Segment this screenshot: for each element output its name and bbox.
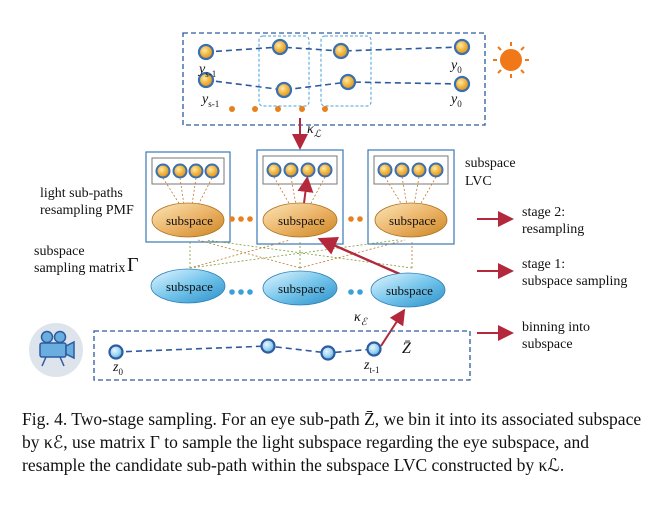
light-path-box	[182, 32, 486, 126]
light-subpaths-pmf-label: light sub-paths resampling PMF	[40, 186, 134, 218]
light-path-bottom	[205, 79, 463, 91]
sun-icon	[493, 42, 529, 78]
sampling-matrix-links	[189, 239, 413, 269]
two-stage-sampling-diagram	[29, 32, 529, 381]
highlight-box-1	[258, 35, 310, 107]
kappa-E-arrow	[380, 308, 406, 347]
blue-subspace-1-label: subspace	[166, 279, 213, 294]
y-bot-left-label: ys-1	[202, 92, 220, 109]
highlight-box-2	[320, 35, 372, 107]
orange-ellipsis-top	[229, 106, 328, 112]
eye-subspace-3	[370, 272, 446, 308]
eye-path-box	[93, 330, 471, 381]
blue-ellipsis-mid	[229, 289, 363, 295]
blue-subspace-3-label: subspace	[386, 283, 433, 298]
orange-ellipsis-mid	[229, 216, 363, 222]
z-bar-label: Z̄	[402, 340, 411, 357]
eye-path-nodes	[108, 338, 382, 361]
stage1-sample-arrow	[317, 236, 403, 277]
y-top-right-label: y0	[451, 58, 462, 75]
lvc-box-1	[145, 151, 231, 243]
camera-icon	[29, 323, 83, 377]
blue-subspace-2-label: subspace	[278, 281, 325, 296]
z-right-label: zt-1	[364, 358, 380, 375]
eye-subspace-2	[262, 270, 338, 306]
subspace-lvc-label: subspace LVC	[465, 156, 516, 189]
stage1-label: stage 1: subspace sampling	[522, 257, 628, 289]
light-path-nodes	[197, 38, 471, 99]
light-path-top	[205, 46, 463, 53]
y-bot-right-label: y0	[451, 92, 462, 109]
lvc-box-2	[256, 149, 344, 245]
orange-subspace-1-label: subspace	[166, 213, 213, 228]
kappa-E-label: κℰ	[354, 310, 367, 328]
gamma-label: Γ	[127, 254, 139, 276]
eye-path	[115, 345, 375, 354]
kappa-L-label: κℒ	[307, 122, 321, 140]
orange-subspace-3-label: subspace	[389, 213, 436, 228]
eye-subspace-1	[150, 268, 226, 304]
stage2-label: stage 2: resampling	[522, 205, 585, 237]
subspace-sampling-matrix-label: subspace sampling matrix	[34, 244, 126, 276]
lvc-box-3	[367, 149, 455, 245]
y-top-left-label: ys-1	[199, 62, 217, 79]
z-left-label: z0	[113, 360, 123, 377]
binning-label: binning into subspace	[522, 320, 591, 352]
figure-caption: Fig. 4. Two-stage sampling. For an eye s…	[22, 409, 642, 475]
orange-subspace-2-label: subspace	[278, 213, 325, 228]
